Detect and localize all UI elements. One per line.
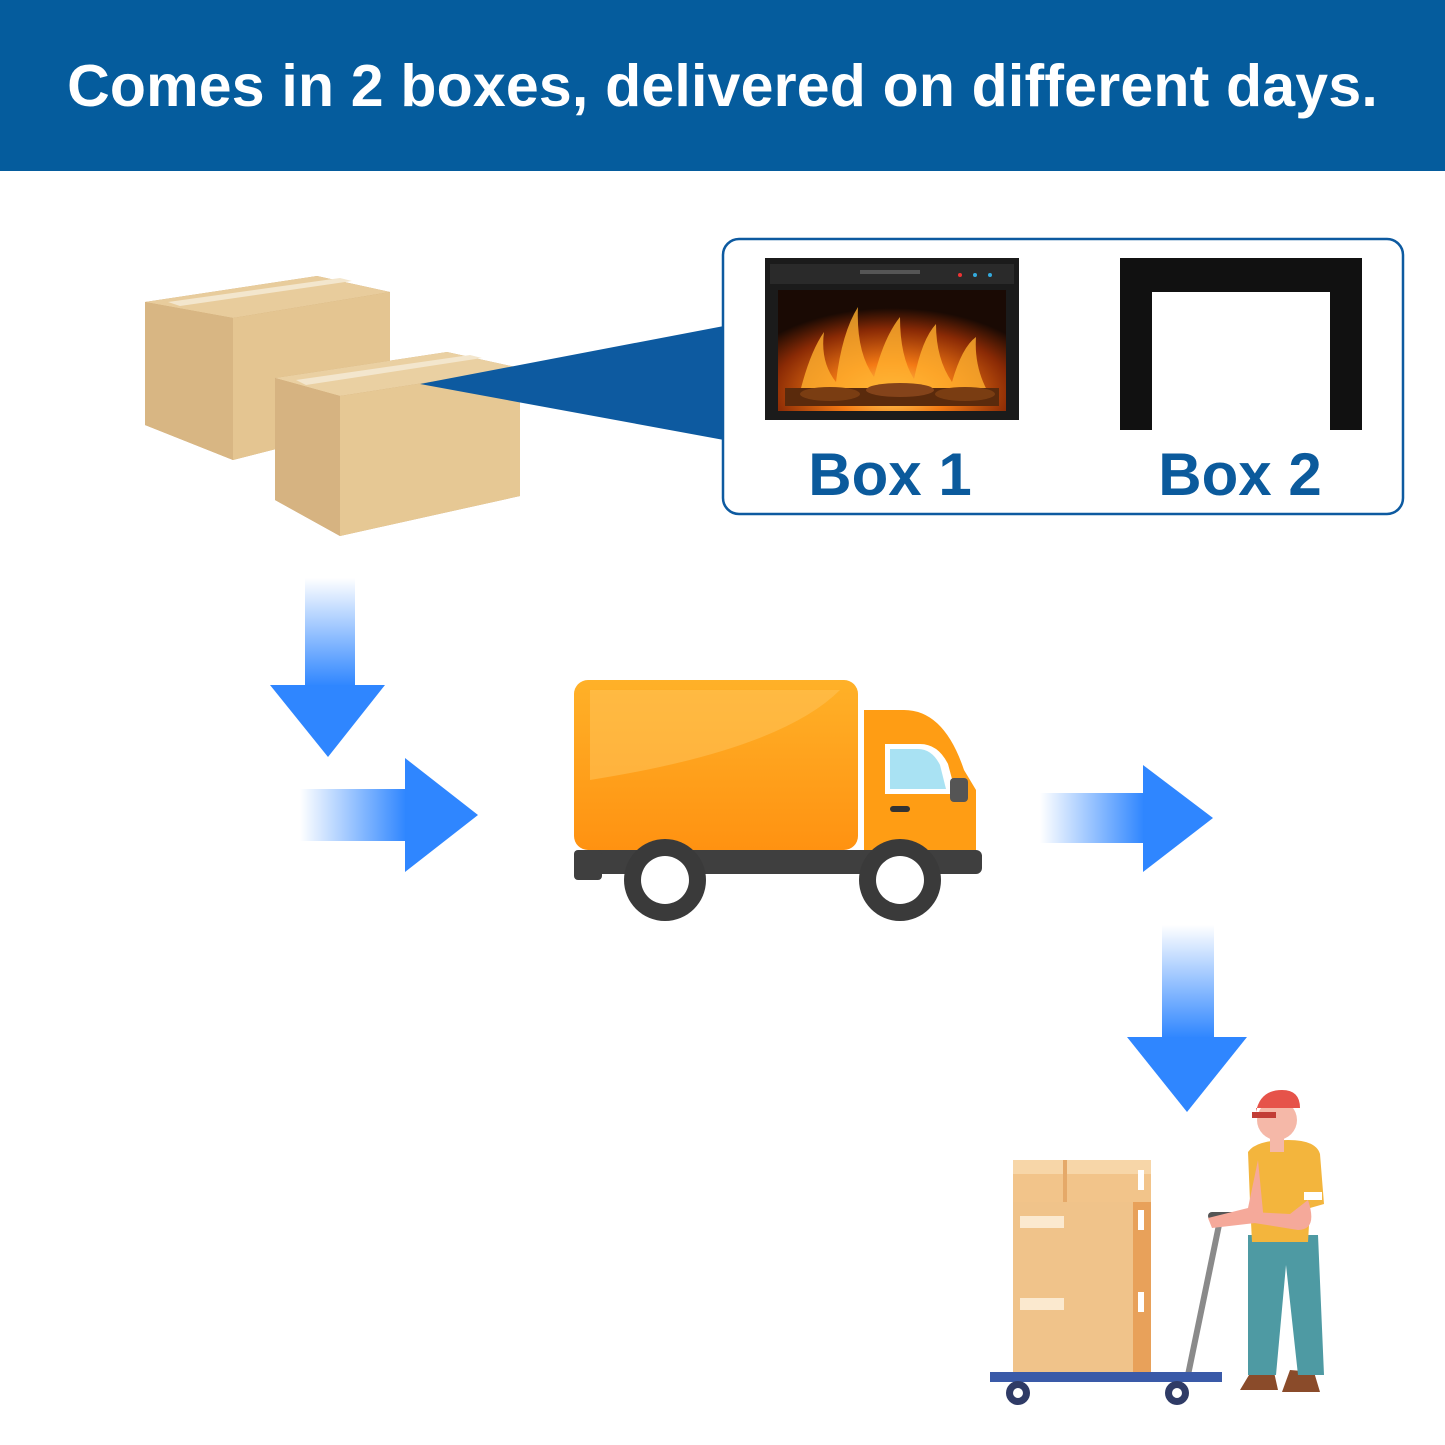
fireplace-insert-icon — [765, 258, 1019, 420]
page-title: Comes in 2 boxes, delivered on different… — [67, 52, 1378, 119]
arrow-down-icon — [270, 578, 385, 757]
cardboard-box-icon — [275, 352, 520, 536]
box2-label: Box 2 — [1158, 441, 1322, 508]
box1-label: Box 1 — [808, 441, 972, 508]
arrow-right-icon — [300, 758, 478, 872]
callout-pointer — [420, 326, 724, 440]
arrow-right-icon — [1040, 765, 1213, 872]
delivery-person-icon — [1208, 1090, 1324, 1392]
arrow-down-icon — [1127, 925, 1247, 1112]
hand-cart-icon — [990, 1160, 1238, 1405]
mantel-frame-icon — [1120, 258, 1362, 430]
delivery-truck-icon — [574, 680, 982, 921]
header-banner: Comes in 2 boxes, delivered on different… — [0, 0, 1445, 171]
